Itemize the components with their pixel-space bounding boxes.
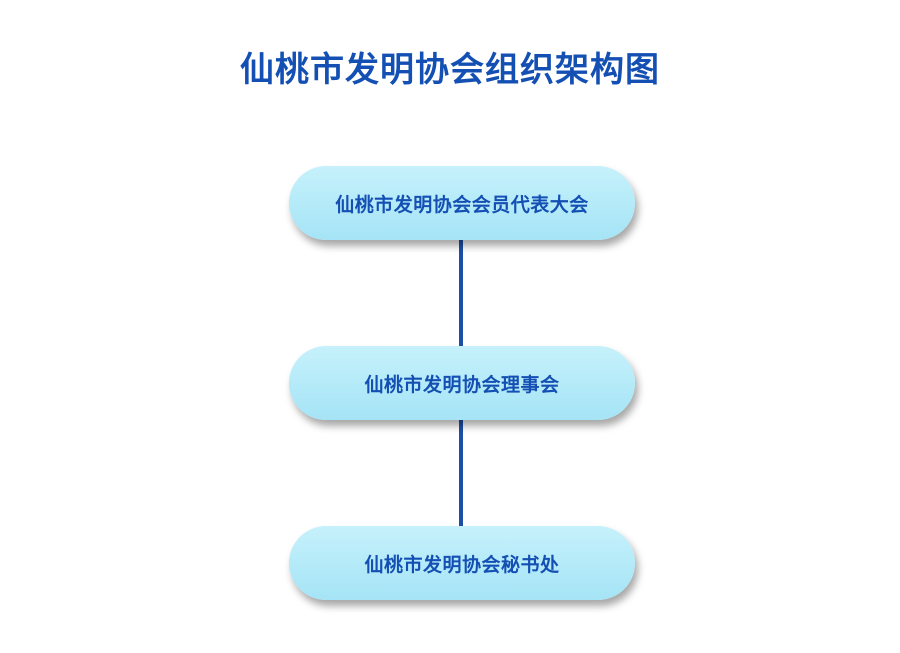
- node-secretariat: 仙桃市发明协会秘书处: [289, 526, 635, 600]
- node-council: 仙桃市发明协会理事会: [289, 346, 635, 420]
- connector-line-2: [459, 418, 463, 526]
- node-member-congress: 仙桃市发明协会会员代表大会: [289, 166, 635, 240]
- node-label: 仙桃市发明协会会员代表大会: [335, 193, 589, 216]
- node-label: 仙桃市发明协会理事会: [364, 373, 560, 396]
- diagram-title: 仙桃市发明协会组织架构图: [240, 50, 660, 90]
- connector-line-1: [459, 238, 463, 346]
- node-label: 仙桃市发明协会秘书处: [364, 553, 560, 576]
